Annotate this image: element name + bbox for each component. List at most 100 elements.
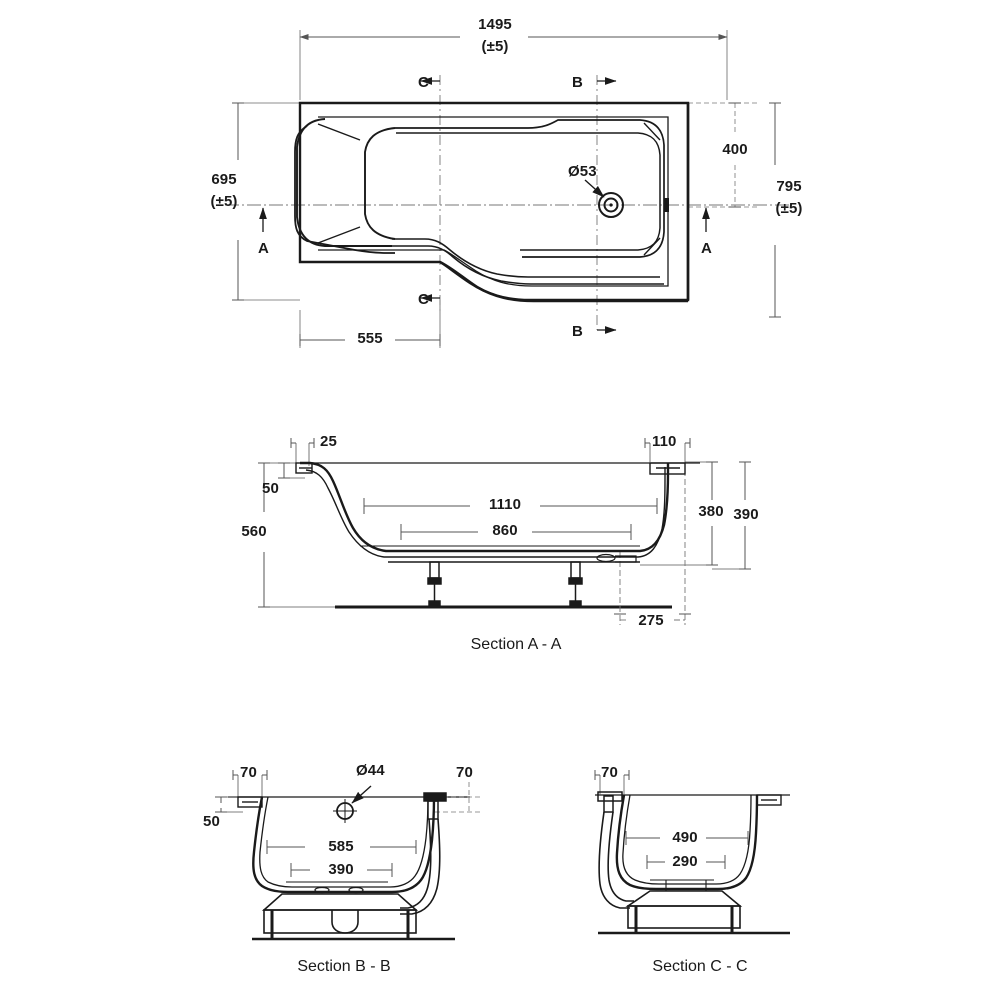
sectionb-dim-70-left-text: 70 <box>240 764 257 781</box>
sectiona-dim-560-text: 560 <box>241 523 267 540</box>
sectionc-frame-legs <box>634 906 734 933</box>
sectionc-overflow-pipe-outer <box>598 811 630 909</box>
sectionb-dim-50 <box>215 796 243 813</box>
sectionb-frame-legs <box>270 910 410 939</box>
sectionc-dim-70-text: 70 <box>601 764 618 781</box>
plan-dim-795-ticks <box>769 102 781 318</box>
sectionb-overflow-hole <box>333 799 357 823</box>
plan-mark-b-top: B <box>572 74 583 91</box>
plan-waste-dia-text: Ø53 <box>568 163 597 180</box>
plan-bowl-upper-right <box>396 132 661 182</box>
plan-bowl-lower-sweep-2 <box>392 245 664 285</box>
sectionc-dim-290 <box>646 855 726 869</box>
sectionb-dim-50-text: 50 <box>203 813 220 830</box>
plan-inner-bowl-left <box>294 125 395 254</box>
sectiona-bath-profile-inner <box>305 467 666 558</box>
plan-outer-p-curve <box>439 260 688 303</box>
plan-waste-outlet <box>598 192 624 218</box>
sectionb-bath-outer <box>252 796 436 894</box>
plan-dim-400-text: 400 <box>722 141 748 158</box>
plan-mark-b-bottom: B <box>572 323 583 340</box>
plan-dim-1495-text: 1495 <box>478 16 512 33</box>
sectionc-right-rim <box>756 794 782 806</box>
sectiona-dim-275-text: 275 <box>638 612 664 629</box>
plan-dim-1495-tol-text: (±5) <box>481 38 509 55</box>
plan-mark-a-right: A <box>701 240 712 257</box>
sectiona-bath-profile-outer <box>300 461 670 553</box>
plan-mark-c-bottom: C <box>418 291 429 308</box>
sectiona-dim-390-text: 390 <box>733 506 759 523</box>
sectionb-dim-70-left <box>232 770 268 797</box>
plan-overflow-tab <box>664 198 669 212</box>
sectionc-left-rim-overflow <box>597 791 623 813</box>
sectiona-support-leg-left <box>427 561 442 608</box>
sectionb-dim-585-text: 585 <box>328 838 354 855</box>
sectiona-dim-380-text: 380 <box>698 503 724 520</box>
plan-section-arrows <box>259 77 710 334</box>
plan-dim-400-ticks <box>729 102 741 208</box>
sectionc-base-fixings <box>665 880 707 891</box>
plan-dim-795-text: 795 <box>776 178 802 195</box>
sectiona-support-leg-right <box>568 561 583 608</box>
plan-waste-leader <box>584 179 605 198</box>
sectiona-dim-275 <box>619 470 686 625</box>
plan-dim-695-ticks <box>232 102 244 301</box>
sectionb-dim-70-right-text: 70 <box>456 764 473 781</box>
sectionc-frame <box>627 905 741 929</box>
plan-dim-400 <box>688 102 760 208</box>
sectiona-dim-50-text: 50 <box>262 480 279 497</box>
plan-bowl-corner-ticks <box>317 122 661 256</box>
plan-bowl-waist <box>364 127 396 240</box>
section-b-view <box>215 770 483 941</box>
sectionc-bath-outer <box>615 794 759 891</box>
sectiona-dim-1110-text: 1110 <box>488 496 522 513</box>
sectiona-dim-860 <box>400 524 632 540</box>
sectiona-dim-110-text: 110 <box>652 433 677 450</box>
sectionb-right-rim-overflow <box>423 792 447 820</box>
sectionc-bath-inner <box>622 794 752 885</box>
sectionc-title: Section C - C <box>652 958 748 975</box>
sectionb-title: Section B - B <box>297 958 391 975</box>
plan-dim-695-tol-text: (±5) <box>210 193 238 210</box>
plan-dim-555-text: 555 <box>357 330 383 347</box>
sectiona-dim-390 <box>712 461 751 570</box>
sectionc-dim-490-text: 490 <box>672 829 698 846</box>
sectionb-overflow-pipe-inner <box>400 818 432 909</box>
sectiona-dim-25-text: 25 <box>320 433 337 450</box>
plan-bowl-left-edge <box>296 118 392 247</box>
sectiona-right-rim-detail <box>649 462 686 475</box>
sectionc-dim-490 <box>625 831 749 845</box>
plan-dim-695-text: 695 <box>211 171 237 188</box>
plan-mark-c-top: C <box>418 74 429 91</box>
plan-extension-lines <box>238 30 728 348</box>
sectionc-plinth <box>625 890 743 907</box>
sectiona-title: Section A - A <box>470 636 562 653</box>
plan-dim-555-ticks <box>299 334 441 346</box>
sectionb-plinth <box>261 893 419 911</box>
sectionb-base-fixings <box>314 886 364 894</box>
sectiona-dim-25 <box>290 438 315 466</box>
sectionb-dim-390-text: 390 <box>328 861 354 878</box>
sectionb-overflow-leader <box>351 785 372 804</box>
sectionb-dim-390 <box>290 863 393 877</box>
plan-bowl-right-outer <box>522 145 665 258</box>
sectionb-dim-585 <box>266 840 417 854</box>
sectiona-dim-380 <box>640 461 718 566</box>
sectionb-overflow-pipe-outer <box>400 818 441 915</box>
sectionb-overflow-dia-text: Ø44 <box>356 762 385 779</box>
plan-bowl-lower-sweep <box>392 238 660 278</box>
sectiona-waste-fitting <box>596 553 637 563</box>
plan-dim-795-tol-text: (±5) <box>775 200 803 217</box>
sectionb-waste-trap <box>331 910 359 934</box>
sectiona-left-rim-detail <box>295 462 313 474</box>
sectiona-dim-50 <box>278 462 305 479</box>
sectionc-overflow-pipe-inner <box>607 811 634 902</box>
plan-mark-a-left: A <box>258 240 269 257</box>
sectionb-left-rim <box>237 796 263 808</box>
plan-bowl-right-edge <box>520 182 661 251</box>
plan-view <box>225 30 790 348</box>
plan-bowl-top-edge <box>395 119 665 146</box>
sectiona-dim-110 <box>644 438 691 470</box>
